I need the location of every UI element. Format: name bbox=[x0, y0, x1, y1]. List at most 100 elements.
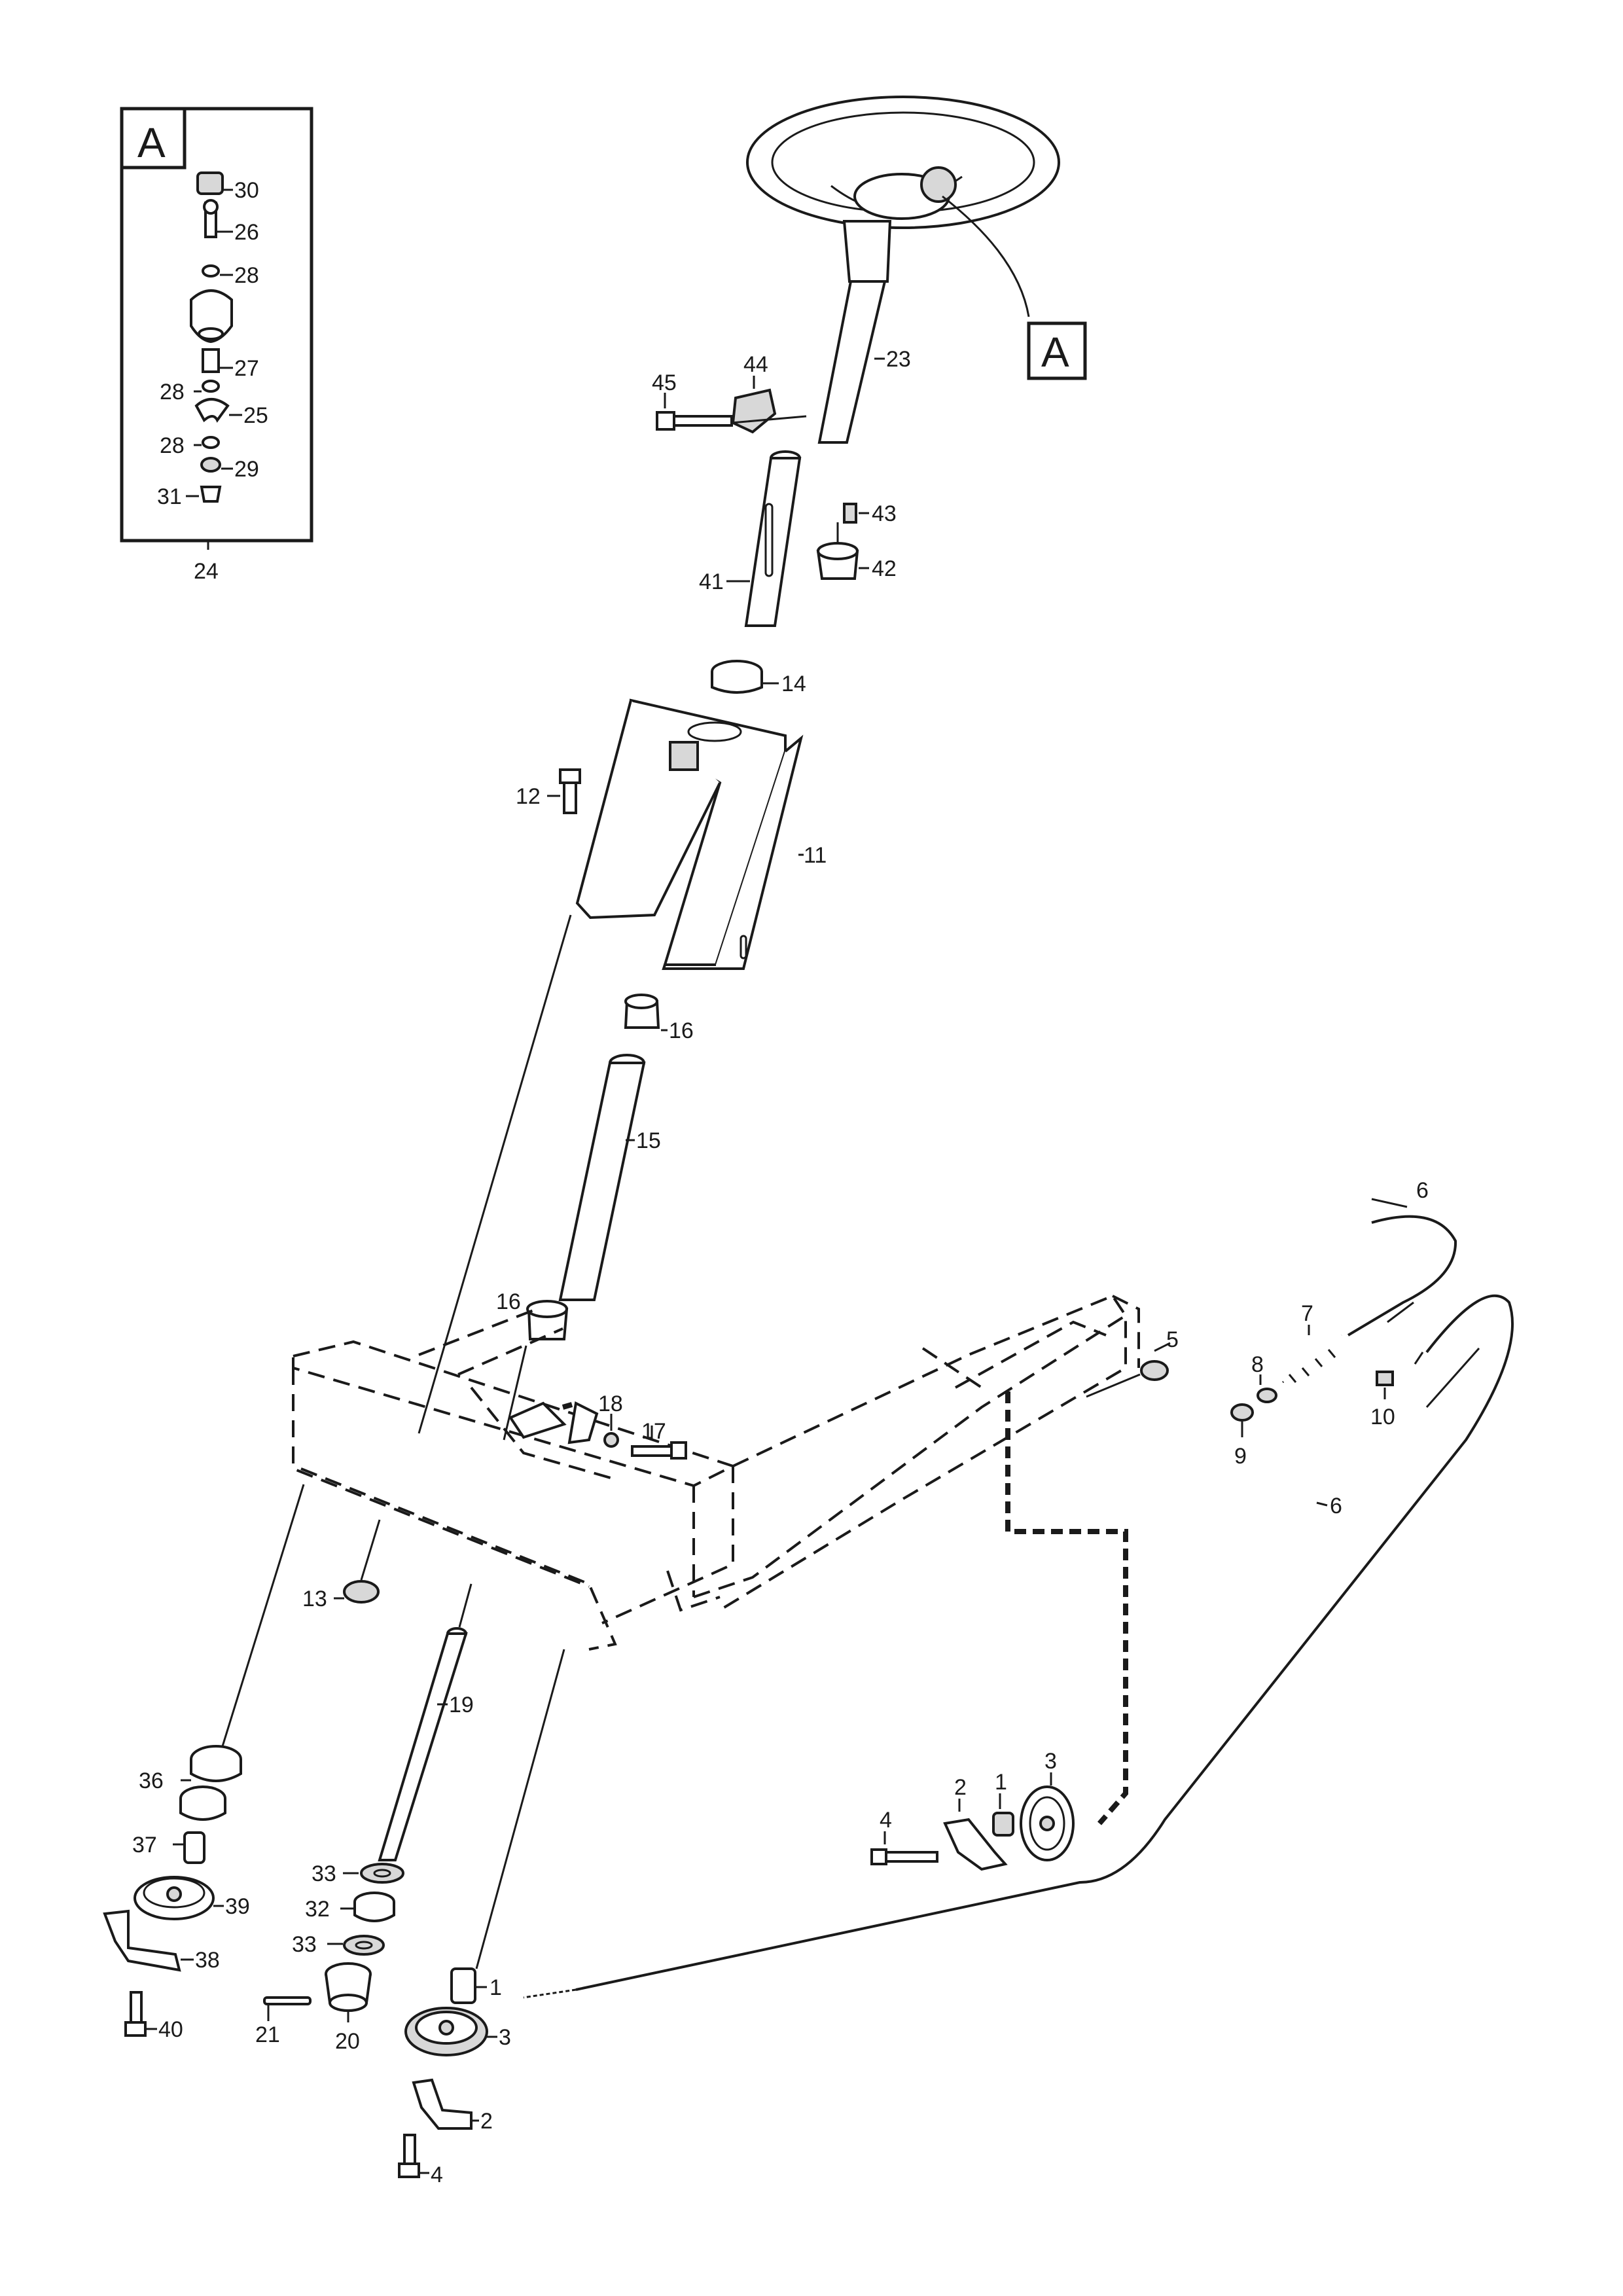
label-39: 39 bbox=[225, 1894, 250, 1919]
assembly-number: 24 bbox=[194, 559, 219, 584]
label-44: 44 bbox=[743, 352, 768, 377]
svg-text:A: A bbox=[1041, 329, 1069, 376]
spring-7 bbox=[1278, 1325, 1347, 1390]
label-40: 40 bbox=[158, 2017, 183, 2042]
label-6: 6 bbox=[1330, 1494, 1342, 1518]
bearing-36 bbox=[179, 1745, 242, 1821]
label-23: 23 bbox=[886, 347, 911, 372]
spacer-1-center bbox=[450, 1967, 487, 2004]
steering-column-23 bbox=[817, 220, 892, 444]
bracket-2-center bbox=[412, 2078, 479, 2130]
bolt-40 bbox=[124, 1991, 157, 2037]
bushing-16-lower bbox=[526, 1300, 569, 1340]
label-45: 45 bbox=[652, 370, 677, 395]
label-33: 33 bbox=[292, 1932, 317, 1957]
label-3: 3 bbox=[499, 2025, 511, 2050]
label-20: 20 bbox=[335, 2029, 360, 2054]
label-21: 21 bbox=[255, 2022, 280, 2047]
label-3: 3 bbox=[1044, 1749, 1057, 1774]
label-2: 2 bbox=[480, 2109, 493, 2134]
bolt-12 bbox=[547, 768, 581, 814]
label-10: 10 bbox=[1370, 1405, 1395, 1429]
bolt-17 bbox=[631, 1426, 687, 1460]
label-8: 8 bbox=[1251, 1352, 1264, 1377]
pulley-3-right bbox=[1020, 1772, 1075, 1861]
bushing-16-upper bbox=[624, 994, 668, 1031]
label-26: 26 bbox=[234, 220, 259, 245]
nut-5 bbox=[1086, 1342, 1171, 1398]
label-6: 6 bbox=[1416, 1178, 1429, 1203]
label-16: 16 bbox=[669, 1018, 694, 1043]
label-18: 18 bbox=[598, 1391, 623, 1416]
label-7: 7 bbox=[1301, 1301, 1313, 1326]
label-30: 30 bbox=[234, 178, 259, 203]
label-17: 17 bbox=[641, 1419, 666, 1444]
shaft-15 bbox=[558, 1054, 646, 1301]
label-31: 31 bbox=[157, 484, 182, 509]
label-11: 11 bbox=[804, 843, 827, 868]
label-38: 38 bbox=[195, 1948, 220, 1973]
label-14: 14 bbox=[781, 672, 806, 696]
nut-9 bbox=[1230, 1403, 1254, 1437]
detail-a-parts bbox=[186, 171, 242, 503]
pulley-39 bbox=[134, 1876, 224, 1920]
washer-33-lower bbox=[327, 1935, 385, 1956]
console-11 bbox=[575, 698, 804, 970]
bolt-45 bbox=[656, 393, 807, 431]
label-12: 12 bbox=[516, 784, 541, 809]
callout-box-a: A bbox=[1027, 321, 1087, 380]
label-29: 29 bbox=[234, 457, 259, 482]
bracket-38 bbox=[103, 1909, 194, 1972]
tractor-frame bbox=[292, 1294, 1140, 1651]
shaft-19 bbox=[378, 1583, 473, 1861]
label-33: 33 bbox=[312, 1861, 336, 1886]
detail-a-letter: A bbox=[137, 119, 166, 166]
label-28: 28 bbox=[160, 433, 185, 458]
label-42: 42 bbox=[872, 556, 897, 581]
nut-13 bbox=[334, 1519, 381, 1604]
label-4: 4 bbox=[880, 1808, 892, 1833]
bolt-4-center bbox=[398, 2134, 429, 2178]
label-25: 25 bbox=[243, 403, 268, 428]
bolt-10 bbox=[1376, 1371, 1394, 1399]
label-9: 9 bbox=[1234, 1444, 1247, 1469]
part-labels: 30 26 28 27 28 25 28 29 31 23 44 45 43 4… bbox=[132, 178, 1429, 2187]
label-5: 5 bbox=[1166, 1327, 1179, 1352]
tube-41 bbox=[726, 450, 802, 627]
label-27: 27 bbox=[234, 356, 259, 381]
clamp-44 bbox=[731, 376, 777, 434]
label-1: 1 bbox=[490, 1975, 502, 2000]
washer-8 bbox=[1257, 1374, 1277, 1403]
label-13: 13 bbox=[302, 1587, 327, 1611]
label-4: 4 bbox=[431, 2162, 443, 2187]
label-2: 2 bbox=[954, 1775, 967, 1800]
bracket-2-right bbox=[943, 1799, 1008, 1871]
label-32: 32 bbox=[305, 1897, 330, 1922]
label-28: 28 bbox=[160, 380, 185, 404]
spacer-37 bbox=[173, 1831, 205, 1864]
screw-43 bbox=[843, 503, 869, 524]
label-37: 37 bbox=[132, 1833, 157, 1857]
spacer-1-right bbox=[992, 1793, 1014, 1837]
washer-33-upper bbox=[343, 1863, 404, 1884]
label-43: 43 bbox=[872, 501, 897, 526]
bolt-4-right bbox=[870, 1831, 938, 1865]
label-36: 36 bbox=[139, 1768, 164, 1793]
pulley-20 bbox=[325, 1962, 372, 2022]
pulley-3-center bbox=[404, 2007, 497, 2056]
label-28: 28 bbox=[234, 263, 259, 288]
detail-a-frame: A 24 bbox=[120, 107, 313, 584]
pin-21 bbox=[263, 1996, 312, 2021]
label-16: 16 bbox=[496, 1289, 521, 1314]
washer-18 bbox=[603, 1414, 619, 1448]
bearing-32 bbox=[340, 1892, 395, 1922]
collar-42 bbox=[816, 542, 869, 580]
bushing-14 bbox=[711, 660, 779, 694]
label-19: 19 bbox=[449, 1693, 474, 1717]
label-41: 41 bbox=[699, 569, 724, 594]
cable-6 bbox=[523, 1215, 1514, 1999]
label-15: 15 bbox=[636, 1128, 661, 1153]
steering-wheel bbox=[746, 96, 1060, 229]
label-1: 1 bbox=[995, 1770, 1007, 1795]
